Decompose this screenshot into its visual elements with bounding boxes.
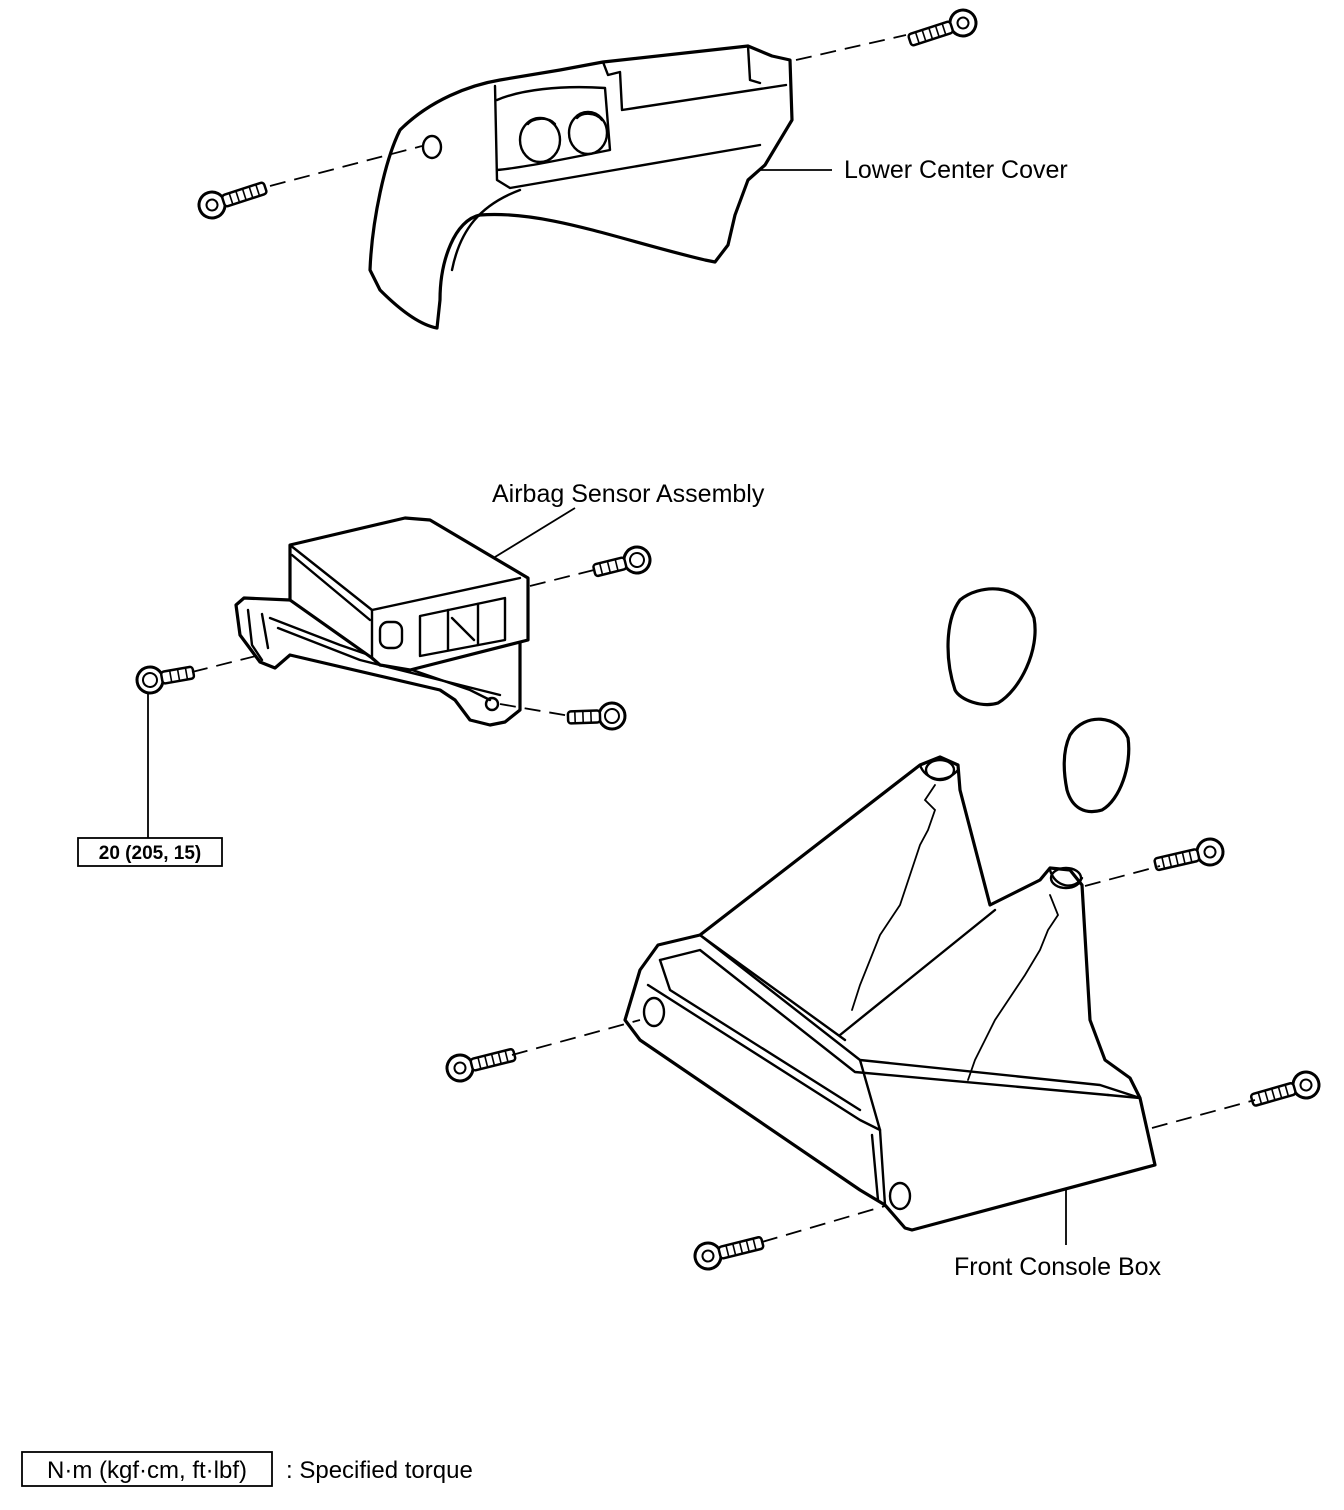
label-front-console-box: Front Console Box xyxy=(954,1253,1162,1281)
leader-dashed xyxy=(1084,865,1161,887)
torque-value: 20 (205, 15) xyxy=(99,843,201,864)
leader-dashed xyxy=(529,569,595,587)
label-lower-center-cover: Lower Center Cover xyxy=(844,156,1068,184)
leader-dashed xyxy=(761,1205,886,1243)
screw-icon xyxy=(1247,1067,1324,1115)
leader-dashed xyxy=(511,1019,641,1056)
leader-airbag-sensor xyxy=(494,507,576,558)
screw-icon xyxy=(1151,834,1228,879)
leader-dashed xyxy=(269,145,423,187)
legend-unit-text: N·m (kgf·cm, ft·lbf) xyxy=(47,1457,247,1484)
leader-dashed xyxy=(499,703,571,717)
front-console-box xyxy=(623,755,1157,1232)
screw-icon xyxy=(194,173,271,223)
lower-center-cover xyxy=(368,44,794,330)
bolt-icon xyxy=(133,658,198,697)
bolt-icon xyxy=(589,542,655,585)
shift-lever-boot-openings xyxy=(946,587,1131,814)
screw-icon xyxy=(690,1228,767,1274)
legend-unit-box xyxy=(21,1451,273,1487)
airbag-sensor-assembly xyxy=(234,516,530,727)
leader-dashed xyxy=(795,34,907,61)
leader-dashed xyxy=(191,654,261,673)
torque-box xyxy=(77,837,223,867)
screw-icon xyxy=(442,1040,519,1086)
legend-description: : Specified torque xyxy=(286,1457,473,1484)
leader-dashed xyxy=(1151,1099,1256,1129)
label-airbag-sensor-assembly: Airbag Sensor Assembly xyxy=(492,480,765,508)
screw-icon xyxy=(904,5,981,55)
bolt-icon xyxy=(566,701,627,733)
